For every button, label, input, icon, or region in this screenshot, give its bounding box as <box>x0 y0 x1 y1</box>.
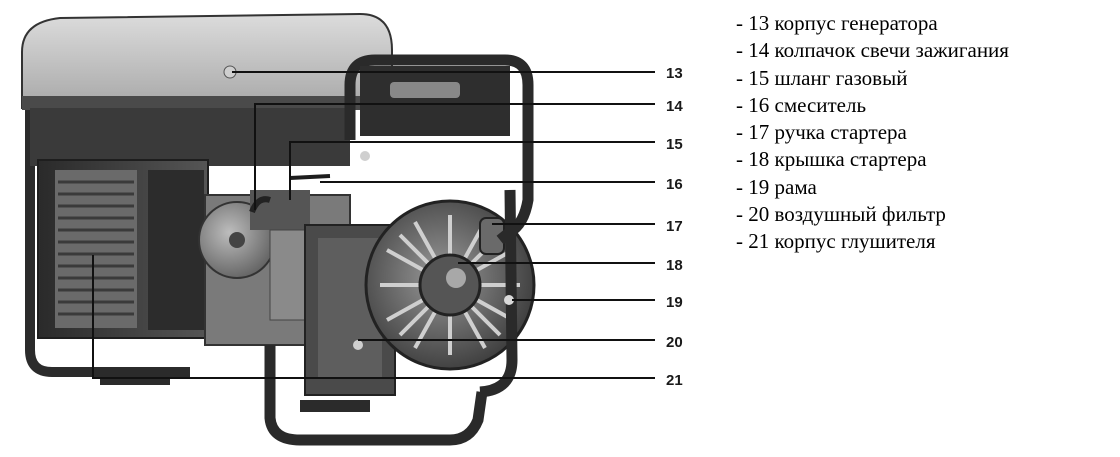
callout-lines <box>92 71 655 379</box>
callout-15: 15 <box>666 136 683 153</box>
legend-item: - 21 корпус глушителя <box>736 229 936 254</box>
legend-item: - 15 шланг газовый <box>736 65 908 90</box>
generator-photo: 13 14 15 16 17 18 19 20 21 <box>21 12 684 446</box>
callout-14: 14 <box>666 98 683 115</box>
legend-item: - 17 ручка стартера <box>736 120 907 145</box>
legend-item: - 13 корпус генератора <box>736 11 938 35</box>
callout-13: 13 <box>666 65 683 82</box>
legend-item: - 19 рама <box>736 174 817 199</box>
callout-21: 21 <box>666 372 683 389</box>
generator-body <box>21 12 536 446</box>
callout-16: 16 <box>666 176 683 193</box>
callout-numbers: 13 14 15 16 17 18 19 20 21 <box>666 65 683 389</box>
callout-18: 18 <box>666 257 683 274</box>
legend-item: - 14 колпачок свечи зажигания <box>736 38 1009 63</box>
parts-legend: - 13 корпус генератора - 14 колпачок све… <box>736 10 1009 256</box>
legend-item: - 20 воздушный фильтр <box>736 202 946 227</box>
callout-20: 20 <box>666 334 683 351</box>
callout-17: 17 <box>666 218 683 235</box>
legend-item: - 18 крышка стартера <box>736 147 927 172</box>
legend-item: - 16 смеситель <box>736 92 867 117</box>
callout-19: 19 <box>666 294 683 311</box>
